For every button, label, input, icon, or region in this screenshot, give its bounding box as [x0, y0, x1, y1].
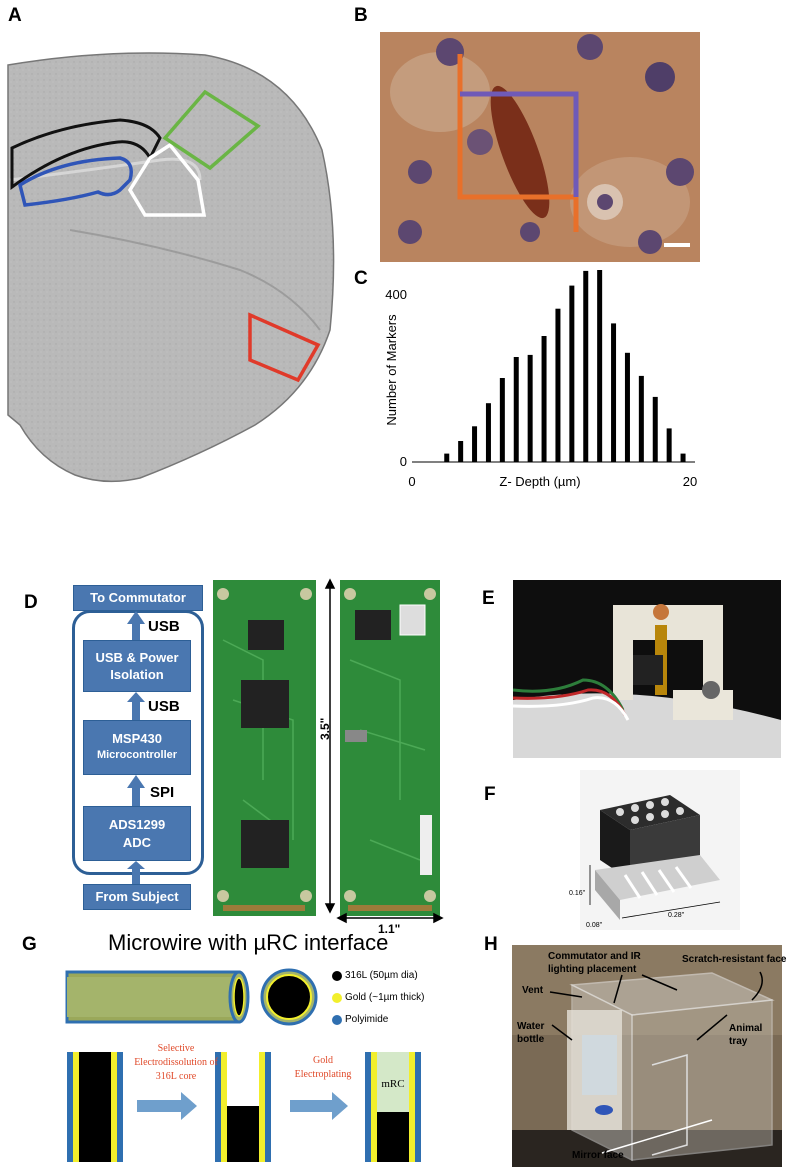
- histogram-bar: [541, 336, 547, 462]
- from-subject-block: From Subject: [83, 884, 191, 910]
- step1-label: Selective Electrodissolution of 316L cor…: [134, 1043, 218, 1082]
- usb-power-isolation-block: USB & Power Isolation: [83, 640, 191, 692]
- connector-dim-016: 0.16": [569, 890, 586, 897]
- histogram-bar: [444, 453, 450, 462]
- histogram-bar: [638, 375, 644, 462]
- connector-render: [580, 770, 740, 930]
- microwire-diagram: [65, 968, 421, 1162]
- pcb-height-label: 3.5": [318, 717, 332, 740]
- enclosure-animal-label: Animal tray: [729, 1023, 763, 1047]
- histogram-bar: [597, 270, 603, 462]
- panel-label-f: F: [484, 784, 496, 805]
- pcb-front-image: [213, 580, 316, 916]
- histogram-bar: [527, 354, 533, 462]
- spi-label: SPI: [150, 784, 175, 801]
- y-tick-label-0: 0: [400, 454, 407, 469]
- enclosure-commutator-label: Commutator and IR lighting placement: [548, 951, 641, 975]
- legend-gold: Gold (~1µm thick): [345, 992, 425, 1003]
- y-axis-label: Number of Markers: [384, 314, 399, 426]
- panel-label-e: E: [482, 588, 495, 609]
- legend-316l: 316L (50µm dia): [345, 970, 418, 981]
- pcb-width-label: 1.1": [378, 922, 401, 936]
- connector-dim-028: 0.28": [668, 912, 685, 919]
- histogram-bar: [485, 403, 491, 462]
- x-tick-label-0: 0: [408, 474, 415, 489]
- panel-label-d: D: [24, 592, 38, 613]
- enclosure-mirror-label: Mirror face: [572, 1150, 624, 1161]
- to-commutator-block: To Commutator: [73, 585, 203, 611]
- legend-polyimide: Polyimide: [345, 1014, 389, 1025]
- histogram-bar: [499, 378, 505, 462]
- x-tick-label-20: 20: [683, 474, 697, 489]
- panel-label-h: H: [484, 934, 498, 955]
- usb-top-label: USB: [148, 618, 180, 635]
- msp430-subtitle: Microcontroller: [96, 749, 178, 761]
- enclosure-water-label: Water bottle: [517, 1021, 545, 1045]
- step2-label: Gold Electroplating: [294, 1055, 352, 1080]
- histogram-bar: [652, 396, 658, 462]
- histogram-bar: [513, 357, 519, 462]
- histogram-bar: [611, 323, 617, 462]
- panel-label-g: G: [22, 934, 37, 955]
- y-tick-label-400: 400: [385, 287, 407, 302]
- mrc-label: mRC: [381, 1078, 405, 1090]
- usb-power-isolation-text: USB & Power Isolation: [95, 650, 179, 682]
- histogram-bar: [666, 428, 672, 462]
- enclosure-scratch-label: Scratch-resistant face: [682, 954, 787, 965]
- z-depth-histogram: Number of Markers 400 0 0 20 Z- Depth (µ…: [384, 270, 697, 489]
- block-arrows: [127, 611, 145, 884]
- pcb-dimension-lines: [324, 578, 444, 924]
- x-axis-label: Z- Depth (µm): [499, 474, 580, 489]
- commutator-photo: [513, 580, 781, 758]
- panel-label-a: A: [8, 5, 22, 26]
- histogram-bar: [472, 426, 478, 462]
- histogram-bar: [569, 285, 575, 462]
- enclosure-photo: [512, 945, 782, 1167]
- histogram-bar: [555, 308, 561, 462]
- pcb-back-image: [340, 580, 440, 916]
- connector-dim-008: 0.08": [586, 922, 603, 929]
- histogram-bar: [624, 352, 630, 462]
- brain-section-image: [7, 52, 335, 483]
- panel-label-b: B: [354, 5, 368, 26]
- histogram-bar: [680, 453, 686, 462]
- microwire-title: Microwire with µRC interface: [108, 930, 389, 955]
- usb-mid-label: USB: [148, 698, 180, 715]
- ads1299-subtitle: ADC: [122, 835, 152, 850]
- msp430-block: MSP430 Microcontroller: [83, 720, 191, 775]
- ads1299-title: ADS1299: [108, 817, 166, 832]
- enclosure-vent-label: Vent: [522, 985, 544, 996]
- histogram-bar: [458, 441, 464, 462]
- msp430-title: MSP430: [112, 731, 162, 746]
- panel-label-c: C: [354, 268, 368, 289]
- histogram-bar: [583, 270, 589, 462]
- histology-image: [380, 32, 700, 262]
- ads1299-block: ADS1299 ADC: [83, 806, 191, 861]
